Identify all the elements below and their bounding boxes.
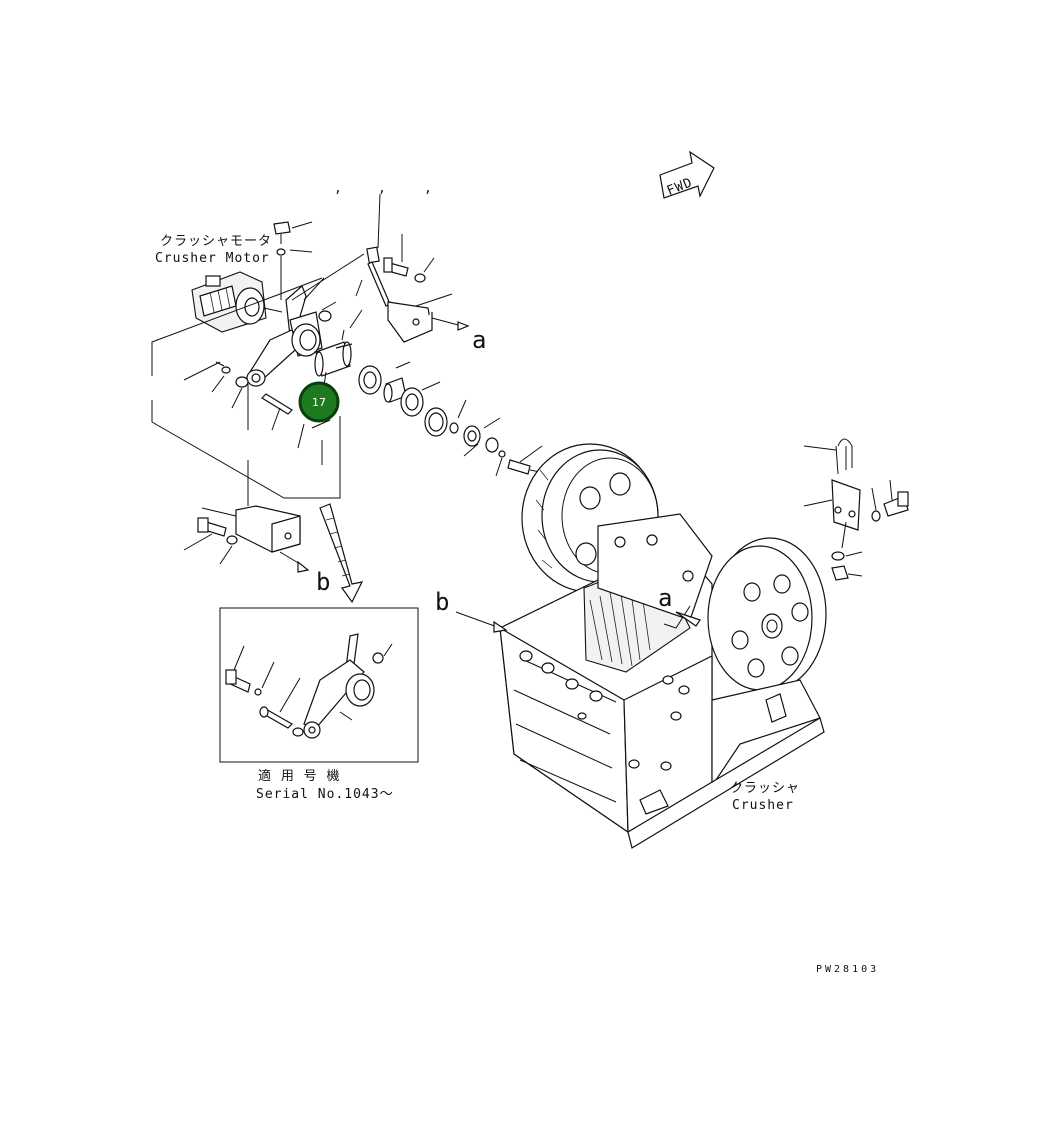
bracket-bolt-top (383, 234, 435, 283)
crusher-label-en: Crusher (732, 798, 794, 813)
detail-lever-drawing (225, 633, 393, 739)
fwd-arrow: FWD (659, 150, 715, 199)
detail-box (219, 607, 419, 763)
crusher-motor-label-jp: クラッシャモータ (160, 234, 272, 249)
adjust-rod (291, 193, 391, 307)
top-bracket (387, 293, 470, 343)
top-marks: , , , (334, 181, 433, 196)
svg-text:,: , (378, 181, 387, 196)
svg-text:,: , (334, 181, 343, 196)
lever-arm (235, 277, 337, 388)
crusher-motor-drawing (191, 271, 283, 333)
callout-circle[interactable] (298, 381, 340, 423)
crusher-body (499, 443, 827, 849)
crusher-b-pointer (455, 611, 508, 633)
left-leaders (183, 361, 243, 409)
serial-label-jp: 適 用 号 機 (258, 768, 340, 784)
bearing-row (358, 361, 543, 477)
crusher-label-jp: クラッシャ (730, 781, 800, 796)
ref-a-top: a (472, 326, 486, 354)
lower-bracket (183, 505, 310, 573)
crusher-motor-label-en: Crusher Motor (155, 251, 270, 266)
drawing-code: PW28103 (816, 964, 879, 975)
detail-arrow (319, 503, 364, 604)
ref-b-crusher: b (435, 588, 449, 616)
serial-label-en: Serial No.1043～ (256, 787, 394, 802)
top-bolt (273, 221, 313, 300)
svg-text:,: , (424, 181, 433, 196)
callout-number[interactable]: 17 (312, 396, 326, 409)
ref-b-bracket: b (316, 568, 330, 596)
right-hook-plate (803, 438, 909, 581)
ref-a-crusher: a (658, 584, 672, 612)
callout-badge-17[interactable]: 17 (298, 381, 340, 423)
group-outline (151, 277, 341, 499)
